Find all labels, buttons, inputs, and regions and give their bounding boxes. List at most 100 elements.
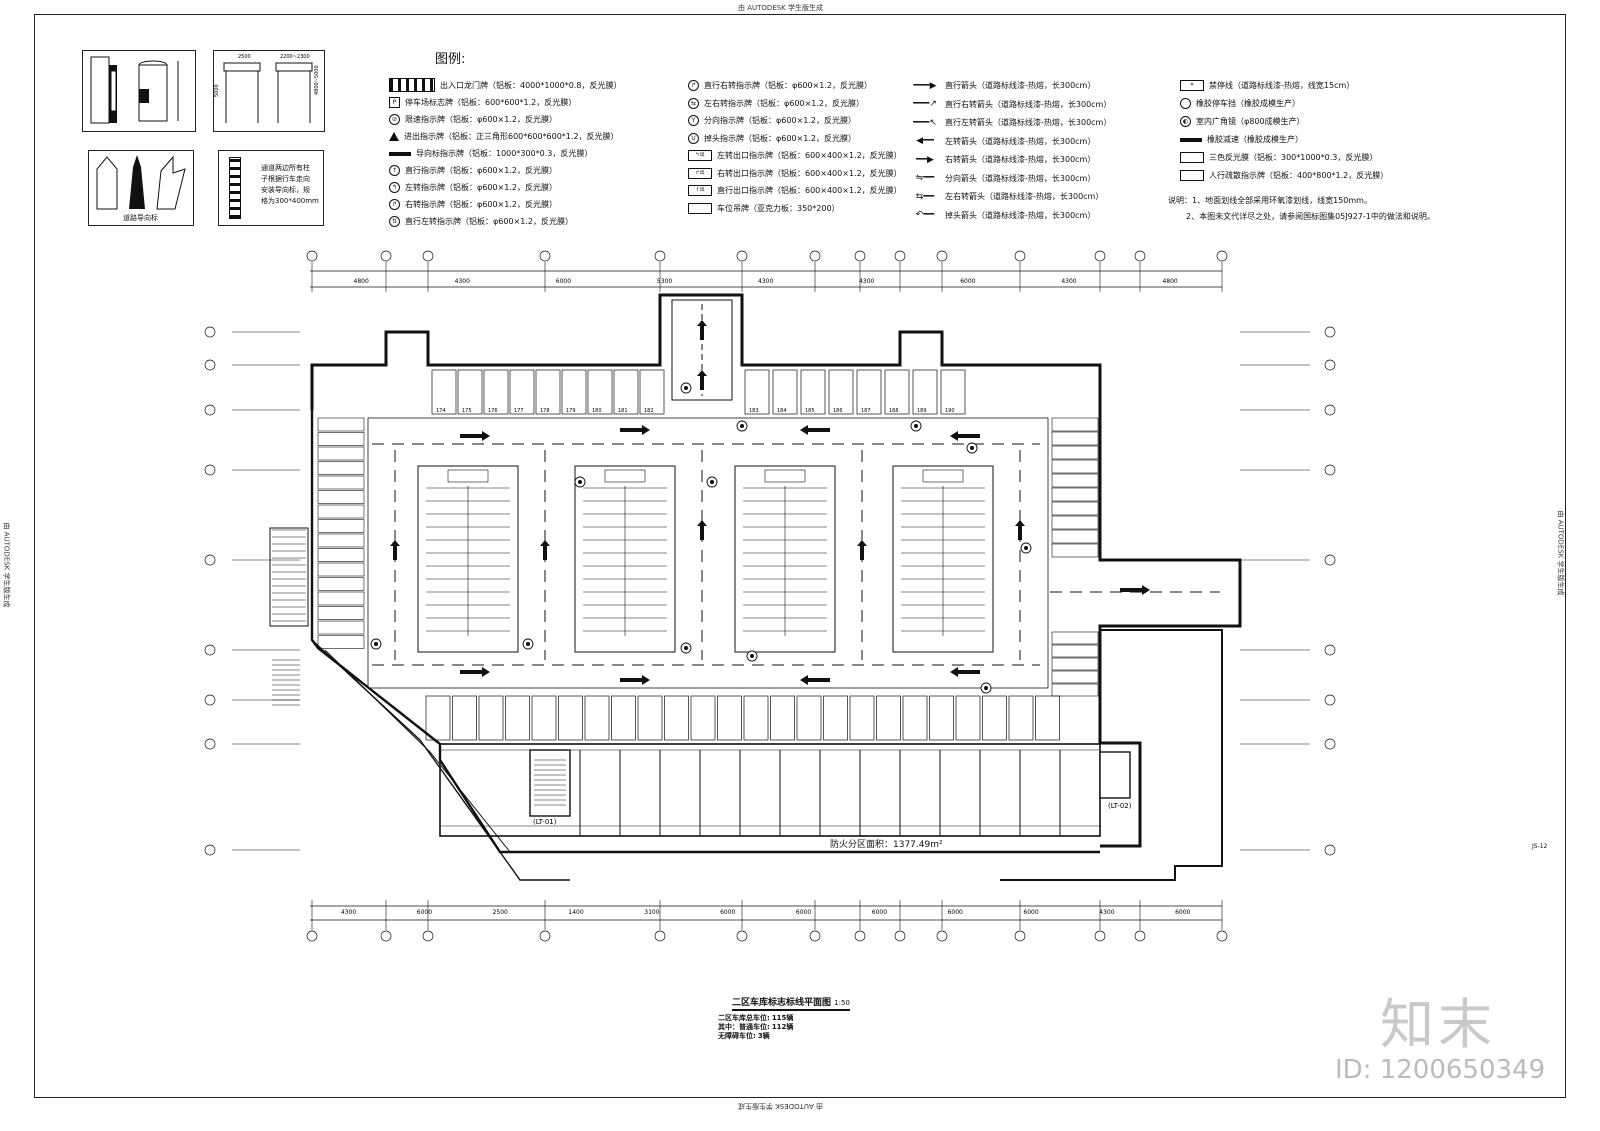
legend-text: 直行右转箭头（道路标线漆-热熔，长300cm） — [945, 99, 1112, 109]
watermark-id: ID: 1200650349 — [1335, 1055, 1546, 1085]
legend-symbol-icon: ✕ — [1180, 80, 1204, 91]
legend-item-col3-0: ━━━▶直行箭头（道路标线漆-热熔，长300cm） — [910, 80, 1095, 91]
legend-title: 图例: — [435, 52, 466, 67]
legend-symbol-icon: ━━━↗ — [913, 99, 937, 109]
legend-item-col4-5: 人行疏散指示牌（铝板：400*800*1.2，反光膜） — [1180, 170, 1388, 181]
legend-symbol-icon: ⇆ — [688, 97, 699, 109]
legend-text: 分向箭头（道路标线漆-热熔，长300cm） — [945, 173, 1096, 183]
inset-column-sign — [82, 50, 196, 132]
legend-item-col2-1: ⇆左右转指示牌（铝板：φ600×1.2，反光膜） — [688, 97, 864, 109]
column-note-line-4: 格为300*400mm — [261, 197, 319, 205]
plan-title-text: 二区车库标志标线平面图 — [732, 998, 832, 1008]
legend-text: 直行指示牌（铝板：φ600×1.2，反光膜） — [405, 166, 557, 175]
legend-text: 直行箭头（道路标线漆-热熔，长300cm） — [945, 81, 1096, 90]
legend-symbol-icon: ⇋━━ — [915, 173, 935, 183]
legend-item-col4-2: ◐室内广角镜（φ800成模生产） — [1180, 116, 1305, 127]
legend-item-col1-3: 进出指示牌（铝板：正三角形600*600*600*1.2，反光膜） — [389, 131, 619, 142]
inset-column-text: 通道两边所有柱 子根据行车走向 安装导向标，规 格为300*400mm — [218, 150, 324, 226]
legend-text: 导向标指示牌（铝板：1000*300*0.3，反光膜） — [416, 149, 593, 158]
legend-item-col3-3: ◀━━左转箭头（道路标线漆-热熔，长300cm） — [910, 136, 1095, 147]
legend-text: 直行右转指示牌（铝板：φ600×1.2，反光膜） — [704, 81, 872, 90]
legend-text: 出入口龙门牌（铝板：4000*1000*0.8，反光膜） — [440, 80, 622, 90]
parking-stats: 二区车库总车位:115辆其中：普通车位:112辆无障碍车位:3辆 — [718, 1014, 793, 1041]
legend-symbol-icon — [1180, 170, 1204, 181]
legend-text: 橡胶减速（橡胶成模生产） — [1207, 135, 1303, 144]
legend-item-col2-0: ↱直行右转指示牌（铝板：φ600×1.2，反光膜） — [688, 80, 872, 91]
legend-symbol-icon: ↰ — [389, 182, 400, 193]
legend-item-col4-3: 橡胶减速（橡胶成模生产） — [1180, 134, 1303, 145]
drawing-frame — [34, 14, 1566, 1098]
legend-text: 直行左转指示牌（铝板：φ600×1.2，反光膜） — [405, 217, 573, 226]
note-line-2: 2、本图未文代详尽之处，请参阅国标图集05J927-1中的做法和说明。 — [1186, 212, 1435, 221]
dim-top-1: 2500 — [238, 54, 251, 60]
stat-value: 3辆 — [757, 1032, 770, 1040]
legend-text: 分向指示牌（铝板：φ600×1.2，反光膜） — [704, 116, 856, 125]
column-note-line-3: 安装导向标，规 — [261, 186, 310, 194]
sheet-code: JS-12 — [1532, 843, 1548, 850]
legend-symbol-icon: ⇆━━ — [915, 191, 935, 202]
autodesk-stamp-right: 由 AUTODESK 学生版生成 — [1556, 510, 1565, 596]
legend-symbol-icon: ◀━━ — [916, 136, 934, 146]
legend-item-col3-6: ⇆━━ 左右转箭头（道路标线漆-热熔，长300cm） — [910, 191, 1104, 202]
inset-arrows: 道路导向标 — [88, 150, 194, 226]
legend-text: 右转指示牌（铝板：φ600×1.2，反光膜） — [405, 200, 557, 209]
legend-item-col1-5: ↑ 直行指示牌（铝板：φ600×1.2，反光膜） — [389, 165, 557, 176]
legend-item-col1-4: 导向标指示牌（铝板：1000*300*0.3，反光膜） — [389, 148, 592, 159]
legend-item-col1-2: ⊘限速指示牌（铝板：φ600×1.2，反光膜） — [389, 114, 557, 125]
legend-symbol-icon: ↑出 — [688, 185, 712, 196]
legend-text: 掉头指示牌（铝板：φ600×1.2，反光膜） — [704, 133, 856, 143]
arrow-caption: 道路导向标 — [123, 214, 158, 222]
legend-item-col3-2: ━━━↖直行左转箭头（道路标线漆-热熔，长300cm） — [910, 117, 1111, 128]
legend-item-col3-5: ⇋━━ 分向箭头（道路标线漆-热熔，长300cm） — [910, 173, 1096, 184]
column-sign-diagram — [90, 56, 179, 124]
legend-item-col2-4: ↰出左转出口指示牌（铝板：600×400×1.2，反光膜） — [688, 150, 902, 161]
legend-symbol-icon: ⊘ — [389, 114, 400, 125]
plan-title: 二区车库标志标线平面图 1:50 — [732, 995, 850, 1011]
legend-item-col1-7: ↱ 右转指示牌（铝板：φ600×1.2，反光膜） — [389, 199, 557, 210]
legend-symbol-icon: ↱出 — [688, 167, 712, 179]
legend-text: 左右转箭头（道路标线漆-热熔，长300cm） — [945, 192, 1104, 201]
watermark-logo: 知末 — [1380, 993, 1496, 1056]
legend-symbol-icon: ↱ — [389, 199, 400, 210]
autodesk-stamp-left: 由 AUTODESK 学生版生成 — [2, 522, 11, 608]
gantry-diagram: 2500 2200~2300 5000 4800~5000 — [214, 54, 320, 123]
column-note-line-2: 子根据行车走向 — [261, 175, 310, 183]
legend-symbol-icon: ↰出 — [688, 150, 712, 161]
legend-item-col4-0: ✕ 禁停线（道路标线漆-热熔，线宽15cm） — [1180, 80, 1354, 91]
stat-row: 无障碍车位:3辆 — [718, 1032, 793, 1041]
stat-label: 其中：普通车位: — [718, 1023, 770, 1031]
legend-item-col2-7: 车位吊牌（亚克力板：350*200） — [688, 202, 840, 214]
legend-symbol-icon — [1180, 152, 1204, 163]
legend-notes: 说明：1、地面划线全部采用环氧漆划线，线宽150mm。 2、本图未文代详尽之处，… — [1168, 193, 1435, 225]
stat-value: 115辆 — [771, 1014, 794, 1022]
legend-item-col1-0: 出入口龙门牌（铝板：4000*1000*0.8，反光膜） — [389, 78, 621, 92]
legend-item-col3-7: ↶━━ 掉头箭头（道路标线漆-热熔，长300cm） — [910, 210, 1096, 221]
legend-symbol-icon: ↑ — [389, 165, 400, 176]
stat-row: 其中：普通车位:112辆 — [718, 1023, 793, 1032]
inset-gantry: 2500 2200~2300 5000 4800~5000 — [213, 50, 325, 132]
dim-side-1: 5000 — [214, 84, 220, 97]
legend-item-col1-6: ↰ 左转指示牌（铝板：φ600×1.2，反光膜） — [389, 182, 557, 193]
legend-text: 禁停线（道路标线漆-热熔，线宽15cm） — [1209, 81, 1355, 90]
column-sign-strip — [229, 157, 241, 219]
note-line-1: 说明：1、地面划线全部采用环氧漆划线，线宽150mm。 — [1168, 196, 1372, 205]
legend-symbol-icon — [389, 151, 411, 156]
legend-symbol-icon — [389, 132, 399, 141]
stat-row: 二区车库总车位:115辆 — [718, 1014, 793, 1023]
legend-symbol-icon — [1180, 98, 1191, 109]
legend-item-col2-5: ↱出右转出口指示牌（铝板：600×400×1.2，反光膜） — [688, 167, 902, 179]
legend-item-col4-1: 橡胶停车挡（橡胶成模生产） — [1180, 98, 1300, 109]
autodesk-stamp-bottom: 由 AUTODESK 学生版生成 — [738, 1102, 823, 1110]
legend-symbol-icon: ↶━━ — [915, 210, 935, 220]
legend-symbol-icon — [688, 202, 712, 214]
legend-text: 停车场标志牌（铝板：600*600*1.2，反光膜） — [405, 98, 577, 107]
legend-text: 掉头箭头（道路标线漆-热熔，长300cm） — [945, 210, 1096, 220]
legend-text: 三色反光膜（铝板：300*1000*0.3，反光膜） — [1209, 153, 1378, 162]
legend-symbol-icon: ⇅ — [389, 216, 400, 227]
legend-text: 人行疏散指示牌（铝板：400*800*1.2，反光膜） — [1209, 171, 1389, 180]
legend-text: 左转指示牌（铝板：φ600×1.2，反光膜） — [405, 183, 557, 192]
legend-item-col1-8: ⇅ 直行左转指示牌（铝板：φ600×1.2，反光膜） — [389, 216, 573, 227]
